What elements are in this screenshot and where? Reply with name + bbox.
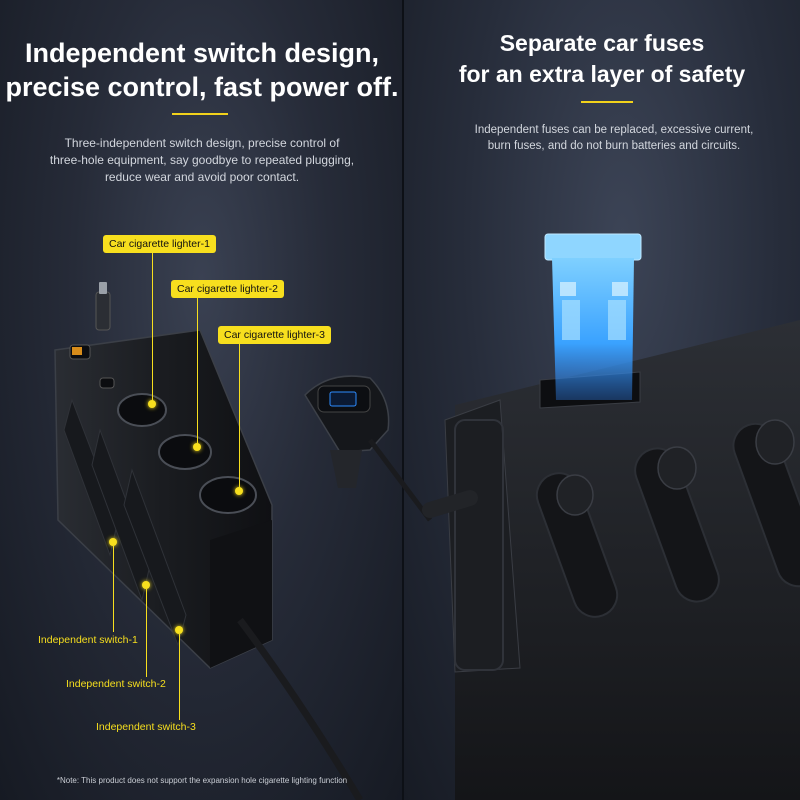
left-description: Three-independent switch design, precise… (20, 135, 384, 186)
left-description-line-3: reduce wear and avoid poor contact. (104, 170, 300, 184)
panel-divider (402, 0, 404, 800)
callout-line-3 (239, 343, 240, 489)
callout-dot-2 (193, 443, 201, 451)
callout-line-1 (152, 252, 153, 402)
car-charger-plug (304, 375, 432, 522)
right-description: Independent fuses can be replaced, exces… (444, 122, 784, 154)
left-headline: Independent switch design, precise contr… (0, 36, 404, 104)
left-headline-line-2: precise control, fast power off. (5, 72, 399, 102)
footnote: *Note: This product does not support the… (56, 776, 348, 785)
splitter-device-right (422, 320, 800, 800)
right-headline: Separate car fuses for an extra layer of… (404, 28, 800, 90)
callout-car-cigarette-lighter-3: Car cigarette lighter-3 (218, 326, 331, 344)
callout-car-cigarette-lighter-1: Car cigarette lighter-1 (103, 235, 216, 253)
callout-car-cigarette-lighter-2: Car cigarette lighter-2 (171, 280, 284, 298)
switch-dot-1 (109, 538, 117, 546)
switch-line-3 (179, 634, 180, 720)
right-headline-line-2: for an extra layer of safety (458, 61, 746, 87)
right-description-line-1: Independent fuses can be replaced, exces… (474, 124, 754, 136)
splitter-device-left (54, 282, 364, 800)
switch-label-3: Independent switch-3 (96, 721, 196, 733)
switch-dot-3 (175, 626, 183, 634)
callout-dot-1 (148, 400, 156, 408)
switch-dot-2 (142, 581, 150, 589)
callout-dot-3 (235, 487, 243, 495)
left-headline-line-1: Independent switch design, (24, 38, 380, 68)
switch-line-2 (146, 589, 147, 677)
right-accent-underline (581, 101, 633, 103)
blue-fuse (544, 233, 642, 400)
left-accent-underline (172, 113, 228, 115)
callout-line-2 (197, 297, 198, 445)
switch-label-2: Independent switch-2 (66, 678, 166, 690)
right-description-line-2: burn fuses, and do not burn batteries an… (487, 140, 741, 152)
right-headline-line-1: Separate car fuses (499, 30, 705, 56)
left-description-line-2: three-hole equipment, say goodbye to rep… (49, 153, 355, 167)
switch-line-1 (113, 546, 114, 632)
switch-label-1: Independent switch-1 (38, 634, 138, 646)
left-description-line-1: Three-independent switch design, precise… (64, 136, 340, 150)
